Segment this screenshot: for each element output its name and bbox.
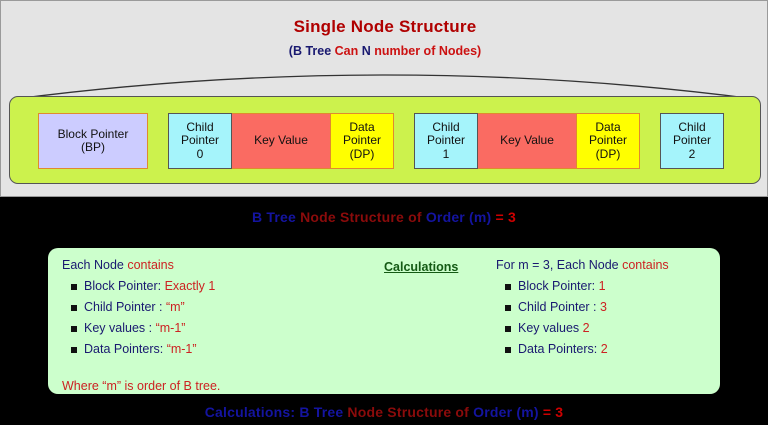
brace-arc-decoration [14, 74, 756, 100]
item-label: Block Pointer: [518, 279, 599, 293]
example-heading-blue: For m = 3, Each Node [496, 258, 623, 272]
list-item: Data Pointers: “m-1” [71, 342, 362, 356]
calculations-panel: Calculations Each Node contains Block Po… [48, 248, 720, 394]
general-list: Block Pointer: Exactly 1 Child Pointer :… [62, 279, 362, 356]
node-cell-block-pointer[interactable]: Block Pointer (BP) [38, 113, 148, 169]
item-value: “m” [165, 300, 185, 314]
node-cell-child-pointer-1[interactable]: Child Pointer 1 [414, 113, 478, 169]
list-item: Child Pointer : “m” [71, 300, 362, 314]
caption-bottom-part-3: Node Structure of [347, 404, 474, 420]
caption-calculations: Calculations: B Tree Node Structure of O… [0, 404, 768, 420]
node-cell-key-value-2[interactable]: Key Value [478, 113, 576, 169]
calculations-heading: Calculations [384, 260, 459, 274]
general-heading-accent: contains [127, 258, 174, 272]
item-label: Child Pointer : [84, 300, 166, 314]
caption-bottom-part-5: = 3 [542, 404, 564, 420]
node-container: Block Pointer (BP) Child Pointer 0 Key V… [9, 96, 761, 184]
subtitle-part-2: Can [334, 44, 362, 58]
item-value: 2 [600, 342, 608, 356]
item-value: Exactly 1 [164, 279, 216, 293]
page-subtitle: (B Tree Can N number of Nodes) [1, 44, 768, 58]
caption-bottom-part-1: Calculations: [204, 404, 300, 420]
item-value: 1 [598, 279, 606, 293]
node-cell-key-value-1[interactable]: Key Value [232, 113, 330, 169]
subtitle-part-4: number of Nodes) [374, 44, 482, 58]
example-list: Block Pointer: 1 Child Pointer : 3 Key v… [496, 279, 716, 356]
list-item: Block Pointer: Exactly 1 [71, 279, 362, 293]
item-value: 2 [582, 321, 590, 335]
item-label: Key values : [84, 321, 156, 335]
general-heading-blue: Each Node [62, 258, 128, 272]
list-item: Data Pointers: 2 [505, 342, 716, 356]
caption-top-part-4: = 3 [495, 209, 516, 225]
list-item: Block Pointer: 1 [505, 279, 716, 293]
item-label: Data Pointers: [518, 342, 601, 356]
caption-top-part-1: B Tree [252, 209, 301, 225]
page-title: Single Node Structure [293, 17, 477, 36]
subtitle-part-3: N [361, 44, 375, 58]
caption-bottom-part-2: B Tree [299, 404, 348, 420]
item-label: Block Pointer: [84, 279, 165, 293]
caption-top-part-2: Node Structure of [300, 209, 426, 225]
caption-top-part-3: Order (m) [425, 209, 496, 225]
list-item: Key values : “m-1” [71, 321, 362, 335]
item-label: Key values [518, 321, 583, 335]
node-cell-child-pointer-2[interactable]: Child Pointer 2 [660, 113, 724, 169]
subtitle-part-1: (B Tree [288, 44, 335, 58]
single-node-structure-panel: Single Node Structure (B Tree Can N numb… [0, 0, 768, 197]
item-label: Child Pointer : [518, 300, 600, 314]
calculations-column-example: For m = 3, Each Node contains Block Poin… [496, 258, 716, 363]
general-footnote: Where “m” is order of B tree. [62, 379, 221, 393]
example-column-heading: For m = 3, Each Node contains [496, 258, 716, 272]
node-cell-child-pointer-0[interactable]: Child Pointer 0 [168, 113, 232, 169]
list-item: Child Pointer : 3 [505, 300, 716, 314]
list-item: Key values 2 [505, 321, 716, 335]
general-column-heading: Each Node contains [62, 258, 362, 272]
item-value: 3 [599, 300, 607, 314]
node-cell-data-pointer-2[interactable]: Data Pointer (DP) [576, 113, 640, 169]
caption-bottom-part-4: Order (m) [473, 404, 543, 420]
caption-node-structure: B Tree Node Structure of Order (m) = 3 [0, 209, 768, 225]
item-value: “m-1” [166, 342, 197, 356]
example-heading-accent: contains [622, 258, 669, 272]
node-cell-data-pointer-1[interactable]: Data Pointer (DP) [330, 113, 394, 169]
calculations-column-general: Each Node contains Block Pointer: Exactl… [62, 258, 362, 393]
item-label: Data Pointers: [84, 342, 167, 356]
item-value: “m-1” [155, 321, 186, 335]
